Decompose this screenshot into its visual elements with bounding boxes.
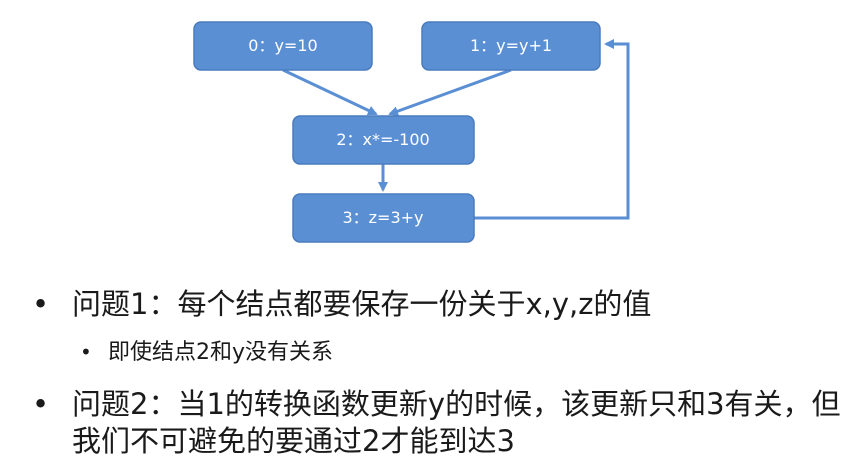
node-1-label: 1：y=y+1 (470, 36, 552, 55)
node-2: 2：x*=-100 (292, 115, 475, 165)
node-3: 3：z=3+y (292, 193, 475, 243)
bullet-1-sub: • 即使结点2和y没有关系 (80, 340, 334, 366)
control-flow-diagram: 0：y=10 1：y=y+1 2：x*=-100 3：z=3+y (193, 21, 630, 243)
node-0-label: 0：y=10 (248, 36, 317, 55)
bullet-1-text: 问题1：每个结点都要保存一份关于x,y,z的值 (72, 287, 652, 321)
bullet-marker: • (80, 340, 92, 364)
edge-1-to-2 (388, 68, 512, 116)
bullet-marker: • (32, 387, 50, 421)
bullet-1: • 问题1：每个结点都要保存一份关于x,y,z的值 (32, 287, 652, 321)
bullet-marker: • (32, 287, 50, 321)
node-2-label: 2：x*=-100 (336, 130, 429, 149)
bullet-2: • 问题2：当1的转换函数更新y的时候，该更新只和3有关，但我们不可避免的要通过… (32, 386, 842, 460)
node-1: 1：y=y+1 (421, 21, 601, 71)
node-3-label: 3：z=3+y (342, 208, 423, 227)
node-0: 0：y=10 (193, 21, 373, 71)
bullet-1-sub-text: 即使结点2和y没有关系 (108, 340, 334, 365)
edge-3-to-1 (474, 39, 630, 220)
edge-0-to-2 (282, 68, 378, 116)
bullet-2-text: 问题2：当1的转换函数更新y的时候，该更新只和3有关，但我们不可避免的要通过2才… (72, 387, 841, 458)
